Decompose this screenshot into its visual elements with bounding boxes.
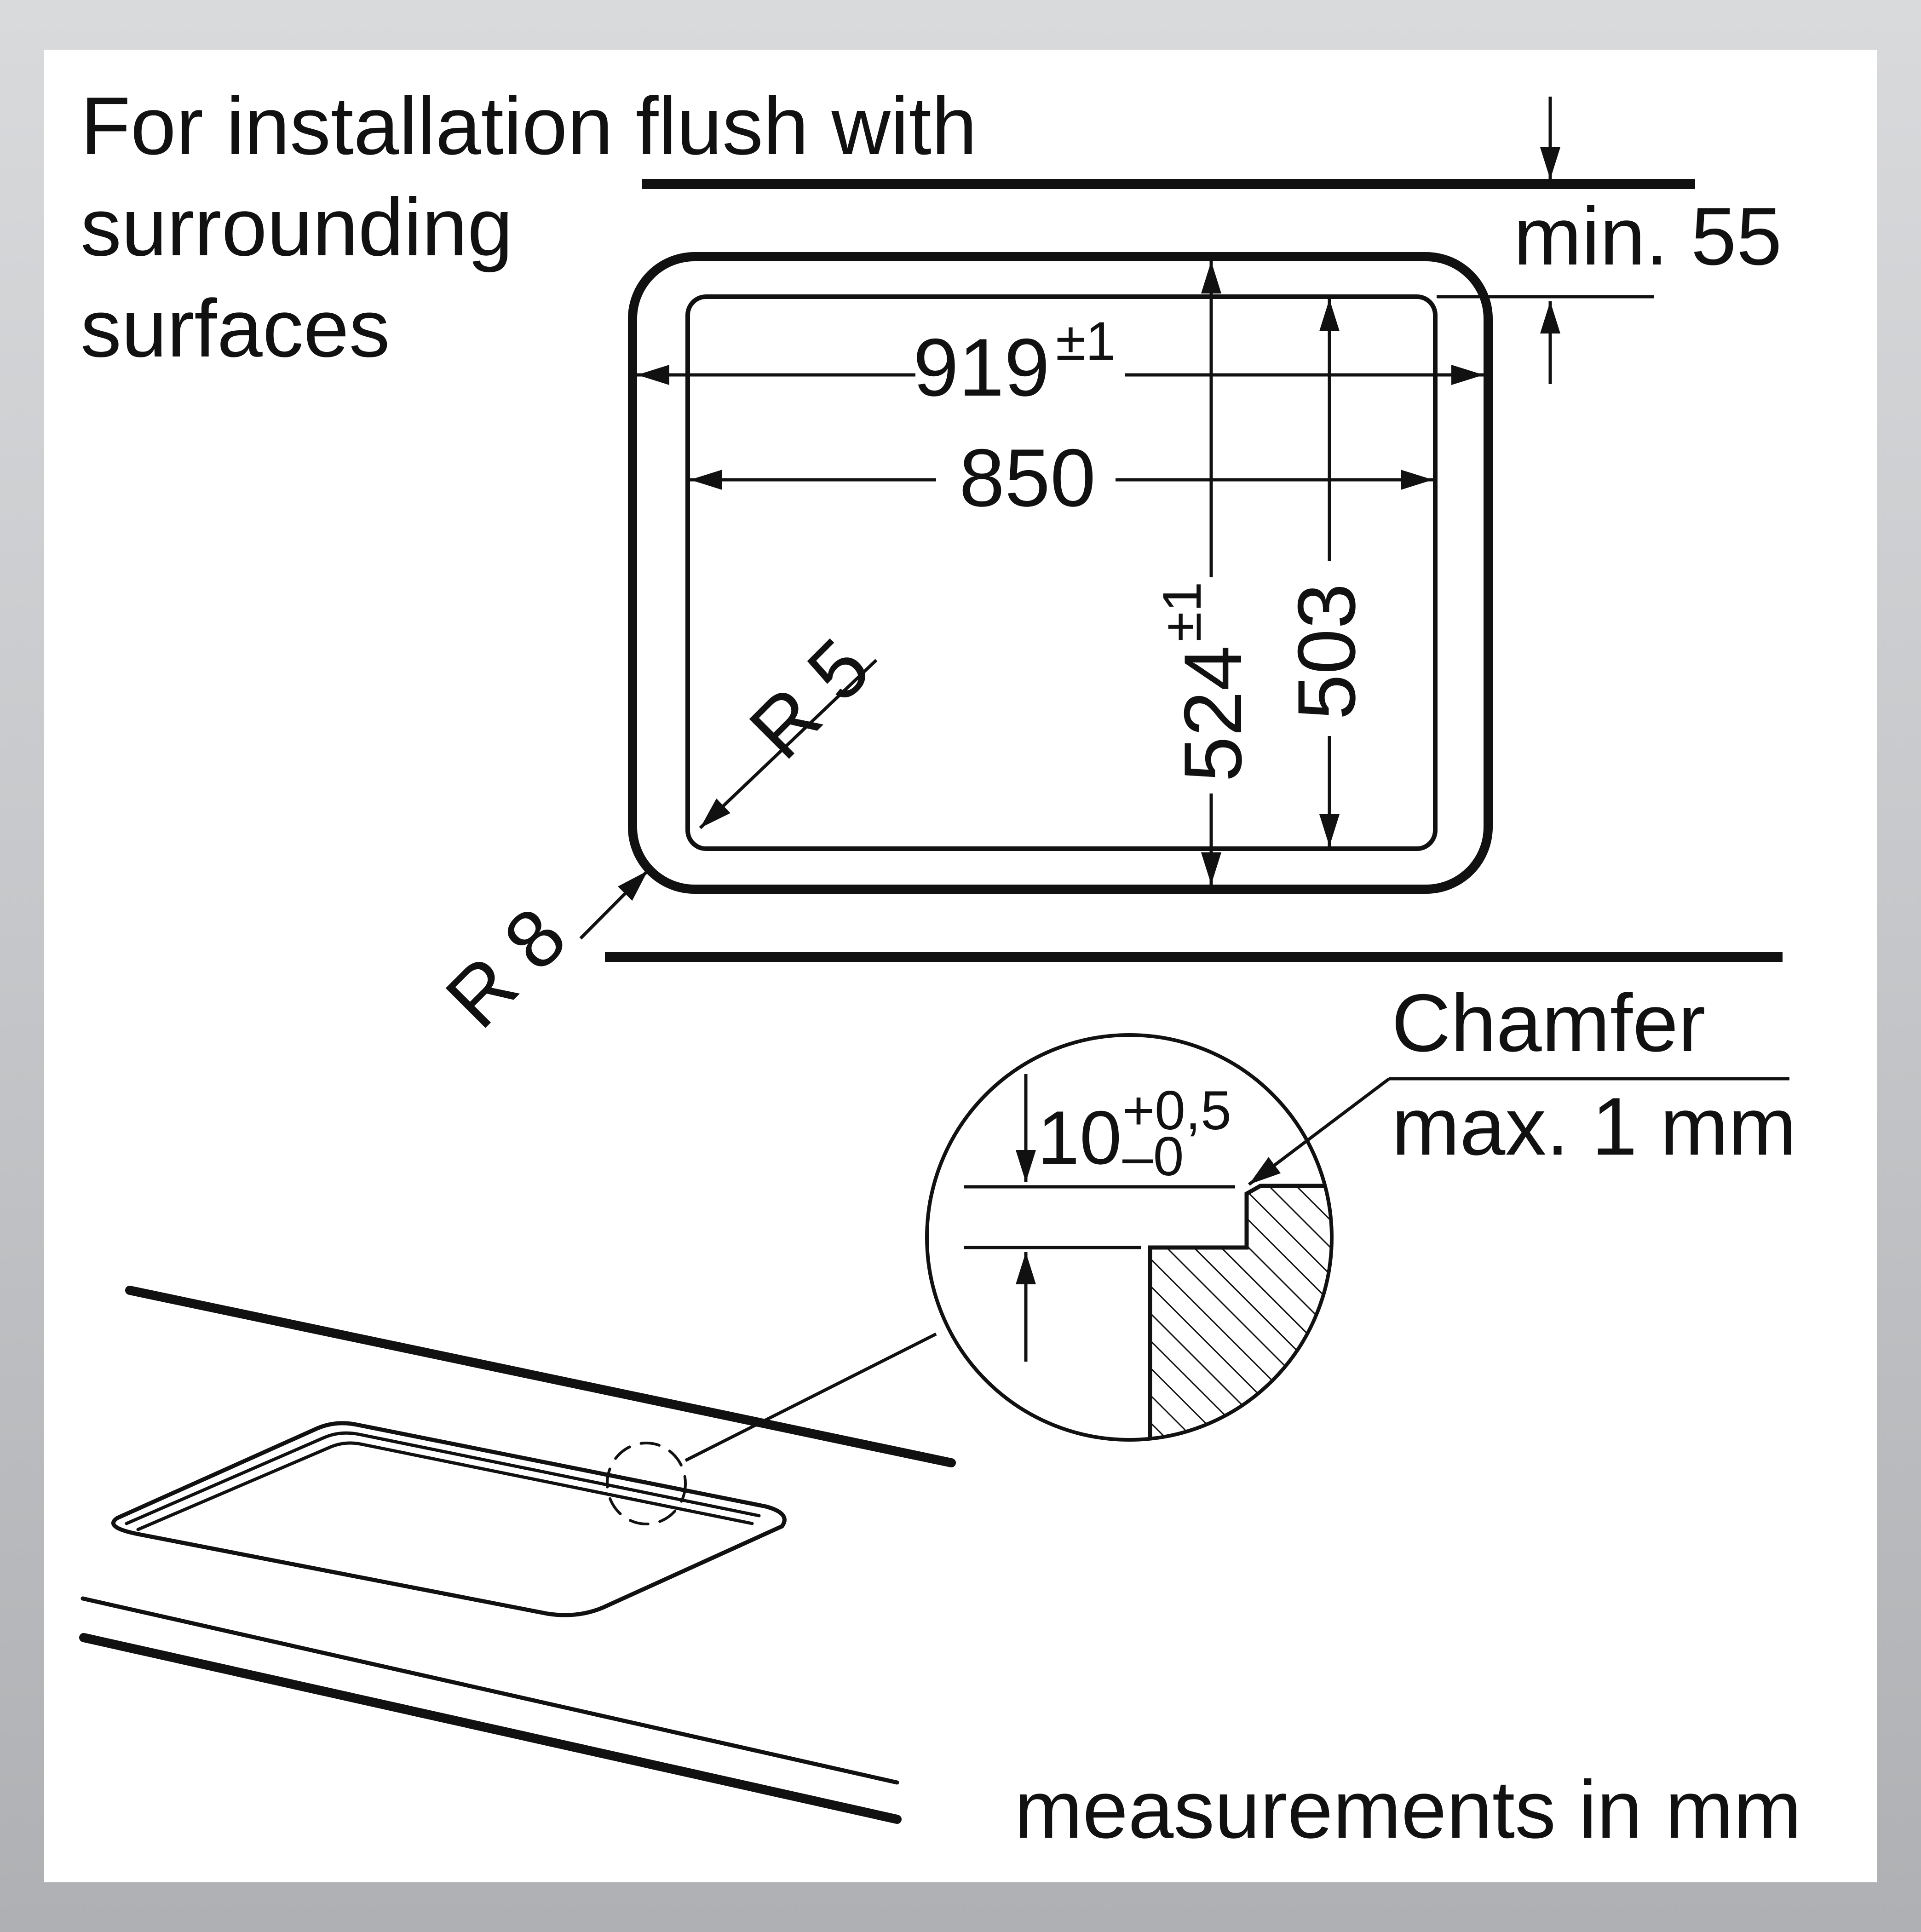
r8-leader: [579, 869, 649, 940]
title-block: For installation flush with surrounding …: [81, 80, 977, 374]
cutout-outline-outer: [111, 1421, 787, 1617]
dim-524-label: 524: [1167, 645, 1259, 782]
r5-label: R 5: [732, 621, 887, 776]
title-line-1: For installation flush with: [81, 80, 977, 172]
detail-marker-dashed: [606, 1442, 687, 1525]
depth-tolerance-lower: –0: [1122, 1126, 1184, 1187]
perspective-view: [79, 1286, 956, 1824]
chamfer-label-1: Chamfer: [1392, 977, 1706, 1069]
footer-note: measurements in mm: [1014, 1764, 1801, 1855]
depth-value: 10: [1037, 1095, 1122, 1180]
r8-label: R 8: [428, 890, 583, 1045]
detail-labels: 10 +0,5 –0 Chamfer max. 1 mm: [1037, 977, 1796, 1187]
outer-cutout: [628, 252, 1493, 894]
counter-edge-front-thick: [79, 1633, 902, 1824]
inner-cutout: [685, 294, 1438, 851]
cutout-diagram: For installation flush with surrounding …: [79, 80, 1801, 1855]
dim-919-tolerance: ±1: [1056, 311, 1116, 372]
cutout-outline-recess-1: [125, 1431, 761, 1525]
min55-label: min. 55: [1513, 190, 1782, 282]
diagram-canvas: For installation flush with surrounding …: [44, 50, 1877, 1882]
detail-connector-line: [684, 1332, 937, 1462]
r5-leader: [699, 659, 878, 829]
countertop-section-hatch: [1148, 1184, 1332, 1440]
depth-tolerance-upper: +0,5: [1122, 1080, 1231, 1141]
counter-edge-back: [125, 1286, 956, 1467]
dim-850-label: 850: [959, 432, 1096, 523]
dim-919-label: 919: [913, 322, 1050, 413]
counter-edge-front-thin: [81, 1596, 899, 1785]
chamfer-leader-arrow: [1248, 1077, 1391, 1186]
dim-524-tolerance: ±1: [1152, 582, 1213, 642]
top-view: [579, 97, 1783, 962]
cutout-outline-recess-2: [136, 1441, 754, 1531]
chamfer-label-2: max. 1 mm: [1392, 1081, 1796, 1172]
title-line-2: surrounding: [81, 181, 513, 273]
dim-503-label: 503: [1281, 583, 1372, 720]
title-line-3: surfaces: [81, 282, 390, 374]
